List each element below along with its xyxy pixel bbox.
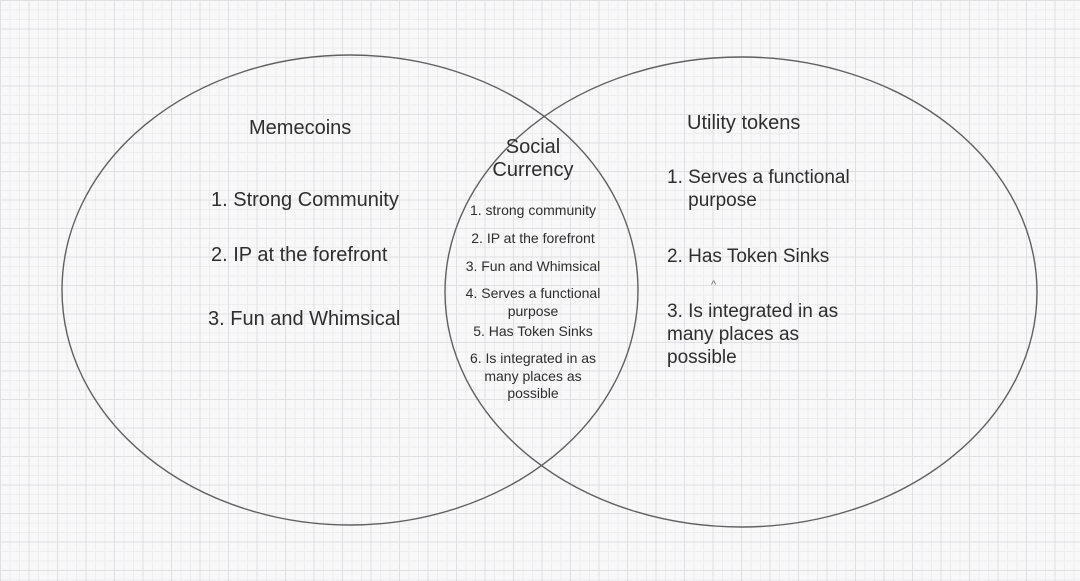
intersection-item: 1. strong community [469,202,597,218]
intersection-item: 4. Serves a functional purpose [465,285,601,319]
left-circle-item: 2. IP at the forefront [211,244,388,266]
right-circle-item: 3. Is integrated in as many places as po… [667,301,839,368]
right-circle-title: Utility tokens [687,112,801,134]
intersection-item: 6. Is integrated in as many places as po… [469,350,597,401]
intersection-item: 3. Fun and Whimsical [465,258,601,274]
intersection-item: 2. IP at the forefront [471,230,595,246]
right-circle-item: 1. Serves a functional purpose [667,167,850,211]
intersection-item: 5. Has Token Sinks [473,323,593,339]
right-circle-item: 2. Has Token Sinks [667,246,830,267]
caret-annotation: ^ [711,279,717,291]
left-circle-outline [61,54,639,526]
left-circle-item: 1. Strong Community [211,189,399,211]
left-circle-title: Memecoins [249,117,352,139]
right-circle-outline [444,56,1038,528]
intersection-title: Social Currency [492,136,574,181]
left-circle-item: 3. Fun and Whimsical [208,308,401,330]
